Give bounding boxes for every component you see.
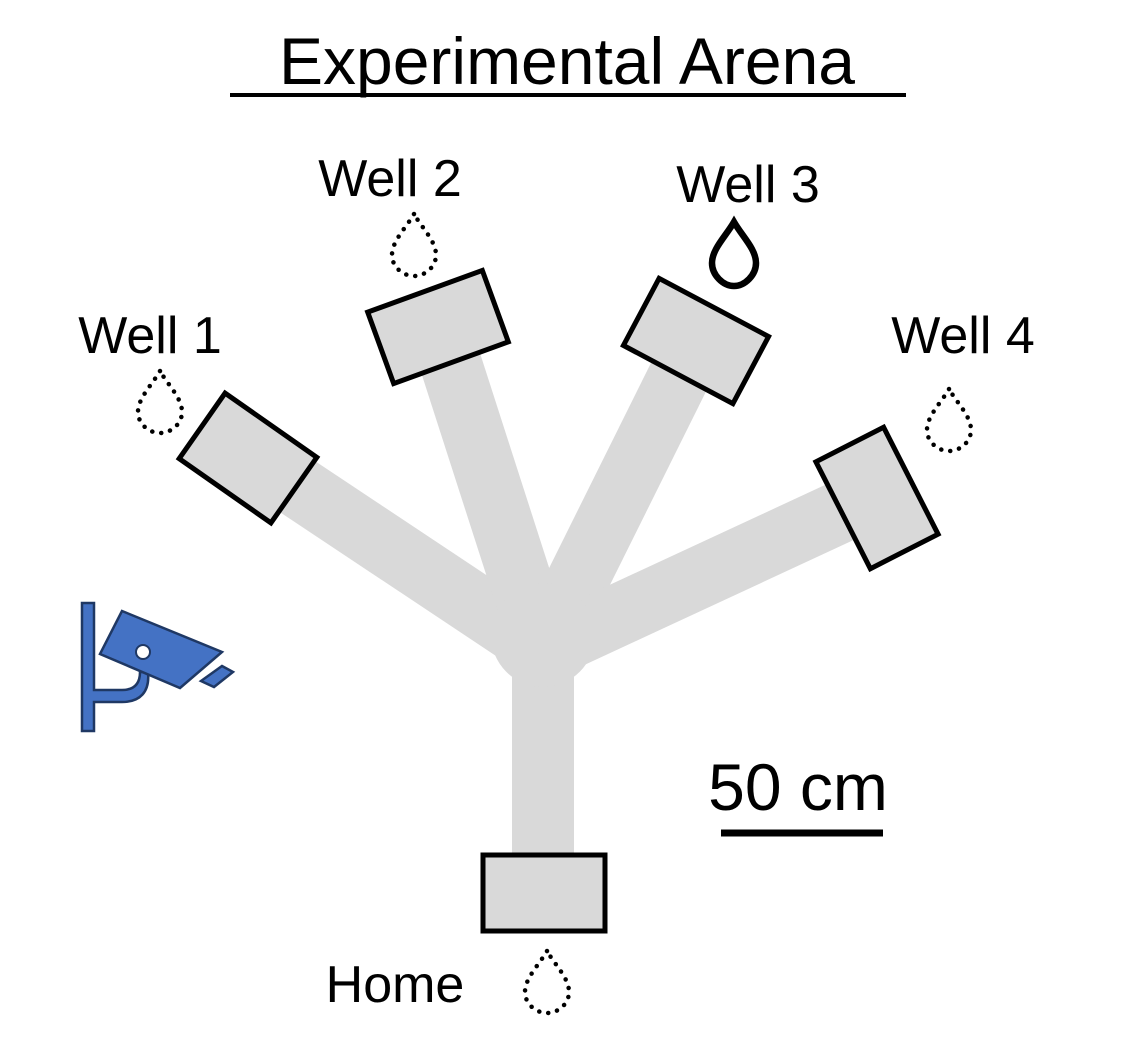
well-3-drop-icon [708,215,760,290]
well-1-label: Well 1 [78,307,222,365]
arena-arms [232,320,891,870]
security-camera-icon [80,601,236,733]
well-1-drop-icon [135,366,185,436]
well-2-drop-icon [389,209,439,279]
scale-bar-label: 50 cm [708,750,888,824]
well-4-box [812,423,942,573]
home-drop-icon [522,946,572,1016]
well-3-box [620,274,772,408]
arm-well-4 [529,466,891,679]
well-4-drop-icon [924,384,974,454]
well-1-box [175,389,321,527]
well-3-label: Well 3 [676,156,820,214]
well-4-label: Well 4 [891,307,1035,365]
well-2-box [364,267,512,387]
well-2-label: Well 2 [318,150,462,208]
home-label: Home [326,956,465,1014]
diagram-title: Experimental Arena [279,24,855,98]
arm-hub [491,583,595,687]
home-box [480,852,608,934]
